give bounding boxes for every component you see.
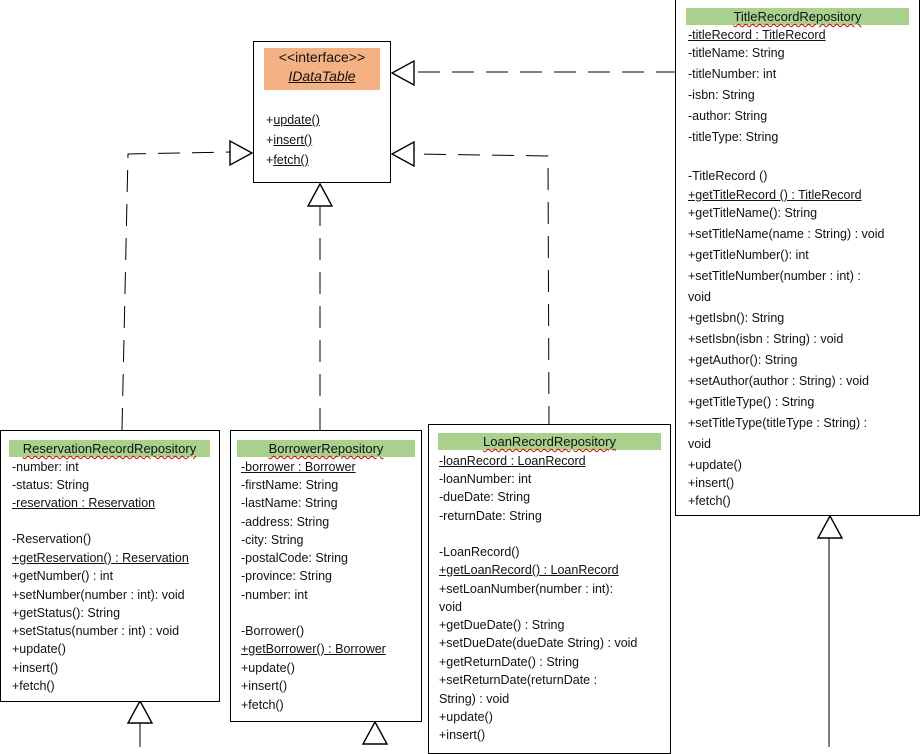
interface-method: +fetch(): [266, 153, 309, 167]
method: +setAuthor(author : String) : void: [688, 374, 869, 388]
interface-stereotype: <<interface>>: [278, 49, 366, 65]
method: +getBorrower() : Borrower: [241, 642, 386, 656]
inheritance-arrowhead-title-bottom: [816, 514, 844, 539]
method: +update(): [12, 642, 66, 656]
attribute: -titleType: String: [688, 130, 779, 144]
method: +insert(): [688, 476, 735, 490]
attribute: -city: String: [241, 533, 304, 547]
method: +setIsbn(isbn : String) : void: [688, 332, 844, 346]
attribute: -lastName: String: [241, 496, 338, 510]
method: +setStatus(number : int) : void: [12, 624, 180, 638]
method: -LoanRecord(): [439, 545, 520, 559]
attribute: -author: String: [688, 109, 768, 123]
method: +setDueDate(dueDate String) : void: [439, 636, 638, 650]
method: +update(): [439, 710, 493, 724]
method: -Borrower(): [241, 624, 305, 638]
method: -Reservation(): [12, 532, 92, 546]
realization-line-loan: [414, 153, 550, 429]
method: +fetch(): [241, 698, 284, 712]
method: void: [439, 600, 462, 614]
realization-arrowhead-loan: [390, 140, 415, 168]
class-title: ReservationRecordRepository: [9, 440, 210, 457]
method: String) : void: [439, 692, 510, 706]
method: +getDueDate() : String: [439, 618, 565, 632]
interface-method: +insert(): [266, 133, 313, 147]
method: +getLoanRecord() : LoanRecord: [439, 563, 619, 577]
method: +setNumber(number : int): void: [12, 588, 185, 602]
method: +getTitleName(): String: [688, 206, 818, 220]
method: +getReturnDate() : String: [439, 655, 579, 669]
method: +update(): [688, 458, 742, 472]
class-title: LoanRecordRepository: [438, 433, 661, 450]
interface-method: +update(): [266, 113, 320, 127]
interface-idatatable-box[interactable]: <<interface>> IDataTable +update() +inse…: [253, 41, 391, 183]
inheritance-arrowhead-borrower-bottom: [361, 720, 389, 745]
attribute: -reservation : Reservation: [12, 496, 156, 510]
attribute: -number: int: [12, 460, 79, 474]
interface-name: IDataTable: [288, 68, 356, 84]
method: +update(): [241, 661, 295, 675]
attribute: -isbn: String: [688, 88, 755, 102]
method: +getReservation() : Reservation: [12, 551, 189, 565]
title-record-repository-box[interactable]: TitleRecordRepository -titleRecord : Tit…: [675, 0, 920, 516]
borrower-repository-box[interactable]: BorrowerRepository -borrower : Borrower …: [230, 430, 422, 722]
method: +insert(): [12, 661, 59, 675]
method: +setLoanNumber(number : int):: [439, 582, 614, 596]
method: +setTitleNumber(number : int) :: [688, 269, 861, 283]
method: +fetch(): [12, 679, 55, 693]
method: +setTitleName(name : String) : void: [688, 227, 885, 241]
method: +getNumber() : int: [12, 569, 114, 583]
inheritance-arrowhead-reservation-bottom: [126, 699, 154, 724]
realization-arrowhead-reservation: [229, 139, 254, 167]
method: +getAuthor(): String: [688, 353, 798, 367]
method: void: [688, 437, 711, 451]
attribute: -status: String: [12, 478, 90, 492]
method: void: [688, 290, 711, 304]
attribute: -number: int: [241, 588, 308, 602]
method: +getTitleType() : String: [688, 395, 815, 409]
realization-arrowhead-title: [390, 59, 415, 87]
class-title: BorrowerRepository: [237, 440, 415, 457]
realization-line-reservation: [121, 151, 231, 431]
attribute: -loanNumber: int: [439, 472, 532, 486]
attribute: -returnDate: String: [439, 509, 542, 523]
method: +getIsbn(): String: [688, 311, 785, 325]
method: +getTitleNumber(): int: [688, 248, 809, 262]
loan-record-repository-box[interactable]: LoanRecordRepository -loanRecord : LoanR…: [428, 424, 671, 754]
method: -TitleRecord (): [688, 169, 768, 183]
method: +getTitleRecord () : TitleRecord: [688, 188, 862, 202]
method: +insert(): [241, 679, 288, 693]
reservation-record-repository-box[interactable]: ReservationRecordRepository -number: int…: [0, 430, 220, 702]
method: +insert(): [439, 728, 486, 742]
attribute: -titleName: String: [688, 46, 785, 60]
method: +fetch(): [688, 494, 731, 508]
method: +setTitleType(titleType : String) :: [688, 416, 868, 430]
class-title: TitleRecordRepository: [686, 8, 909, 25]
attribute: -province: String: [241, 569, 333, 583]
attribute: -dueDate: String: [439, 490, 531, 504]
attribute: -borrower : Borrower: [241, 460, 356, 474]
method: +setReturnDate(returnDate :: [439, 673, 598, 687]
attribute: -titleRecord : TitleRecord: [688, 28, 826, 42]
attribute: -postalCode: String: [241, 551, 349, 565]
attribute: -titleNumber: int: [688, 67, 777, 81]
interface-header: <<interface>> IDataTable: [264, 48, 380, 90]
realization-arrowhead-borrower: [306, 182, 334, 207]
attribute: -address: String: [241, 515, 330, 529]
method: +getStatus(): String: [12, 606, 121, 620]
attribute: -firstName: String: [241, 478, 339, 492]
attribute: -loanRecord : LoanRecord: [439, 454, 586, 468]
